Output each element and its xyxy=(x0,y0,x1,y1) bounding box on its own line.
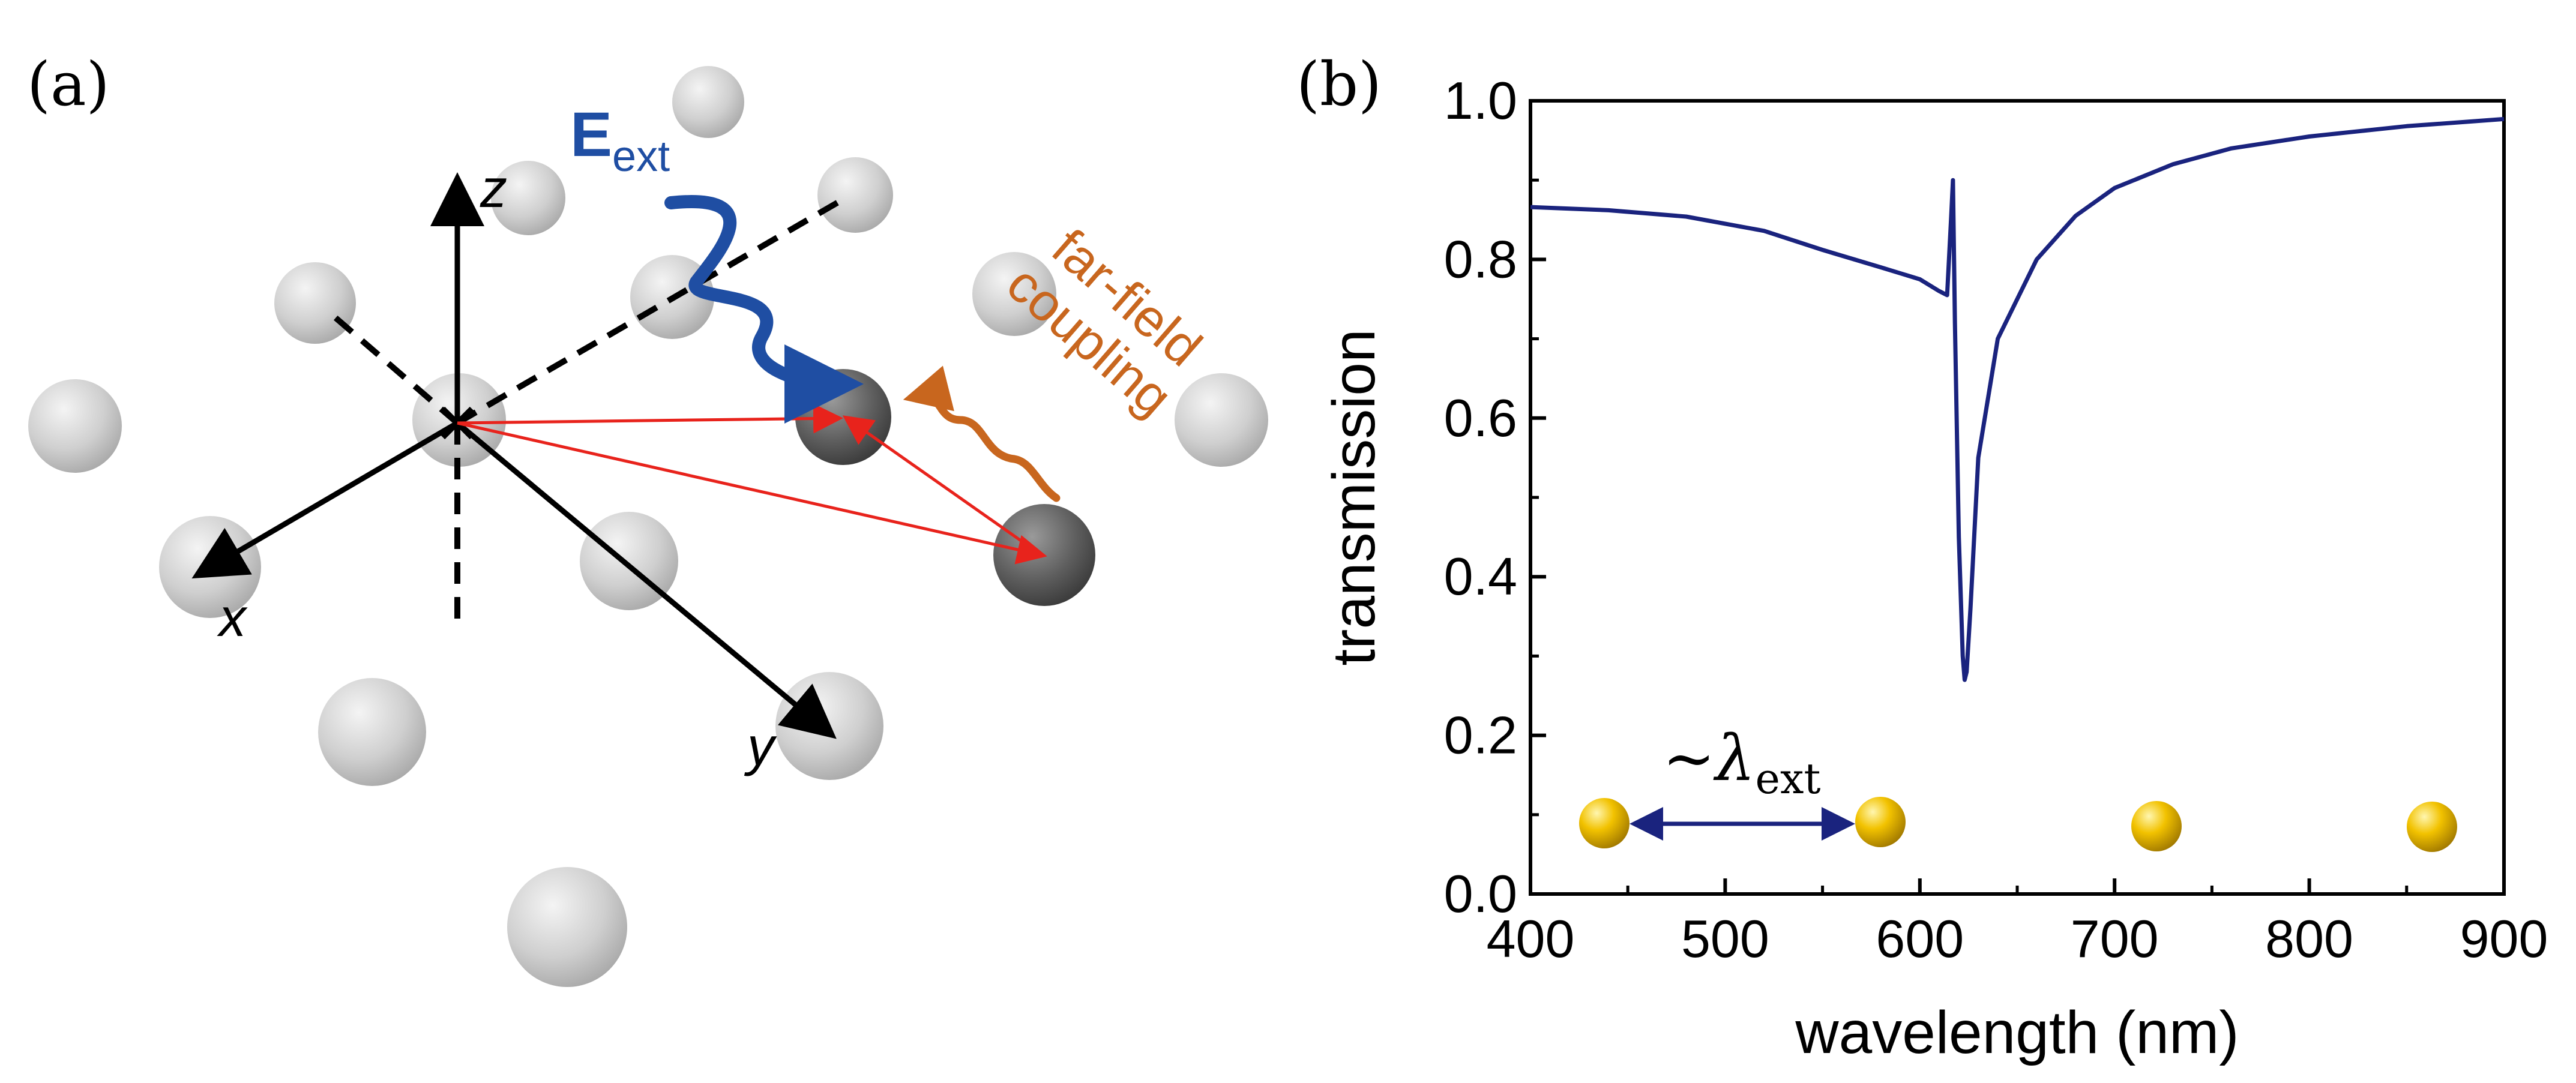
sphere xyxy=(672,66,744,138)
x-tick-label: 400 xyxy=(1487,909,1575,968)
sphere xyxy=(274,262,356,344)
coordinate-axes xyxy=(191,172,837,739)
sphere xyxy=(972,252,1056,336)
x-tick-label: 600 xyxy=(1876,909,1964,968)
y-axis-title: transmission xyxy=(1320,329,1388,665)
y-tick-label: 0.4 xyxy=(1444,547,1517,606)
spacing-label: ~λext xyxy=(1663,722,1821,803)
x-tick-label: 500 xyxy=(1681,909,1769,968)
panel-a-label: (a) xyxy=(27,49,110,119)
x-tick-label: 700 xyxy=(2071,909,2159,968)
x-axis-arrow xyxy=(191,421,459,579)
sphere xyxy=(507,867,627,987)
panel-b-label: (b) xyxy=(1296,49,1382,119)
y-tick-label: 0.6 xyxy=(1444,388,1517,448)
inset-chain: ~λext xyxy=(1579,722,2457,852)
y-tick-label: 0.8 xyxy=(1444,229,1517,289)
gold-sphere xyxy=(2407,802,2457,852)
e-field-label: Eext xyxy=(570,100,670,181)
z-axis-label: z xyxy=(480,159,507,219)
dashed-line xyxy=(456,198,842,426)
x-tick-label: 900 xyxy=(2460,909,2548,968)
panel-a: (a) xyxy=(27,49,1268,987)
e-field-wave-arrow xyxy=(664,195,864,424)
y-axis-arrow xyxy=(456,421,837,739)
coupling-vectors xyxy=(457,403,1047,565)
sphere xyxy=(318,678,426,786)
y-tick-label: 0.0 xyxy=(1444,864,1517,923)
vector-arrow xyxy=(842,415,1043,557)
gold-sphere xyxy=(2131,801,2182,851)
x-tick-label: 800 xyxy=(2265,909,2353,968)
sphere-lattice xyxy=(28,66,1268,987)
sphere xyxy=(1175,373,1268,467)
sphere xyxy=(775,672,883,780)
sphere xyxy=(491,161,565,235)
y-tick-label: 1.0 xyxy=(1444,71,1517,130)
dashed-guides xyxy=(327,198,842,627)
vector-arrow xyxy=(457,403,843,434)
y-tick-label: 0.2 xyxy=(1444,706,1517,765)
panel-b: (b) 400 500 600 700 800 900 0.0 0.2 0.4 0.6 0.8 1.0… xyxy=(1296,49,2548,1066)
vector-arrow xyxy=(457,421,1047,565)
dark-sphere xyxy=(993,504,1095,606)
gold-sphere xyxy=(1855,797,1906,847)
x-axis-label: x xyxy=(217,588,248,648)
sphere xyxy=(817,157,893,233)
coupling-wave-arrow xyxy=(903,365,1061,502)
transmission-plot: 400 500 600 700 800 900 0.0 0.2 0.4 0.6 0.8 1.0 xyxy=(1444,71,2548,968)
gold-sphere xyxy=(1579,798,1630,848)
transmission-curve xyxy=(1530,116,2505,682)
sphere xyxy=(28,379,122,473)
dashed-line xyxy=(327,310,460,425)
x-axis-title: wavelength (nm) xyxy=(1795,999,2239,1066)
y-axis-label: y xyxy=(744,717,777,777)
